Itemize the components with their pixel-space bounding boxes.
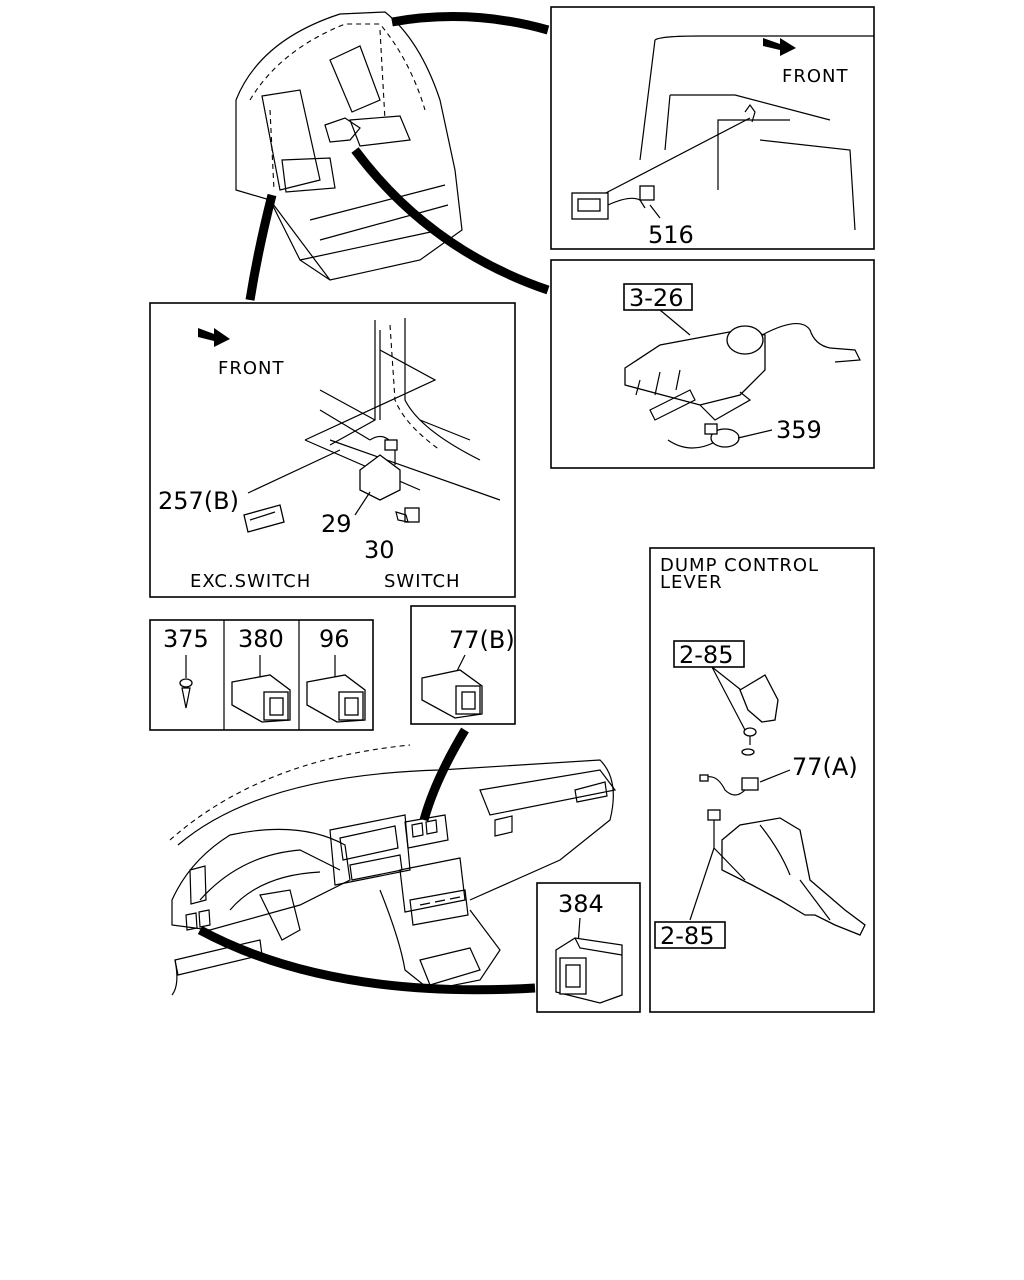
- part-29-label: 29: [321, 510, 352, 538]
- switch-96: [306, 655, 366, 723]
- panel-384: 384: [536, 882, 641, 1013]
- switch-516: [571, 185, 661, 220]
- ref-2-85-bottom-label: 2-85: [660, 922, 714, 950]
- part-77b-label: 77(B): [449, 626, 515, 654]
- front-arrow-icon: [198, 328, 230, 347]
- switch-384: [555, 937, 623, 1004]
- switch-257b: [243, 504, 285, 533]
- screw-375: [179, 655, 193, 709]
- part-516-label: 516: [648, 221, 694, 249]
- switch-380: [231, 655, 291, 723]
- dump-title-line2: LEVER: [660, 572, 723, 593]
- part-257b-label: 257(B): [158, 487, 239, 515]
- dashboard-illustration: [169, 744, 617, 996]
- switch-label: SWITCH: [384, 571, 461, 592]
- knob: [739, 674, 779, 723]
- panel-switch-mount: FRONT 257(B) 29 30 EXC.SWITCH SWITCH: [149, 302, 516, 598]
- front-label: FRONT: [218, 358, 285, 379]
- switch-77a: [699, 774, 759, 796]
- exc-switch-label: EXC.SWITCH: [190, 571, 311, 592]
- cab-illustration: [235, 11, 463, 281]
- part-380-label: 380: [238, 625, 284, 653]
- front-label: FRONT: [782, 66, 849, 87]
- lever-bracket: [721, 817, 866, 936]
- part-384-label: 384: [558, 890, 604, 918]
- switch-77b: [421, 669, 483, 719]
- ref-2-85-top-label: 2-85: [679, 641, 733, 669]
- part-30-label: 30: [364, 536, 395, 564]
- dump-title-line1: DUMP CONTROL: [660, 555, 819, 576]
- panel-375-380-96: 375 380 96: [149, 619, 374, 731]
- panel-359: 3-26 359: [550, 259, 875, 469]
- front-arrow-icon: [763, 38, 796, 56]
- bolt-30: [395, 507, 420, 523]
- valve-assembly: [624, 323, 861, 421]
- bracket-29: [359, 435, 401, 501]
- ref-3-26-label: 3-26: [629, 284, 683, 312]
- panel-dump-control-lever: DUMP CONTROL LEVER 2-85 77(A) 2-: [649, 547, 875, 1013]
- panel-77b: 77(B): [410, 605, 516, 725]
- panel-516: FRONT 516: [550, 6, 875, 250]
- part-375-label: 375: [163, 625, 209, 653]
- part-96-label: 96: [319, 625, 350, 653]
- part-359-label: 359: [776, 416, 822, 444]
- sensor-359: [667, 423, 773, 449]
- part-77a-label: 77(A): [792, 753, 858, 781]
- screw-washer: [741, 727, 757, 756]
- leader-curves: [197, 12, 550, 995]
- bolt: [707, 809, 721, 848]
